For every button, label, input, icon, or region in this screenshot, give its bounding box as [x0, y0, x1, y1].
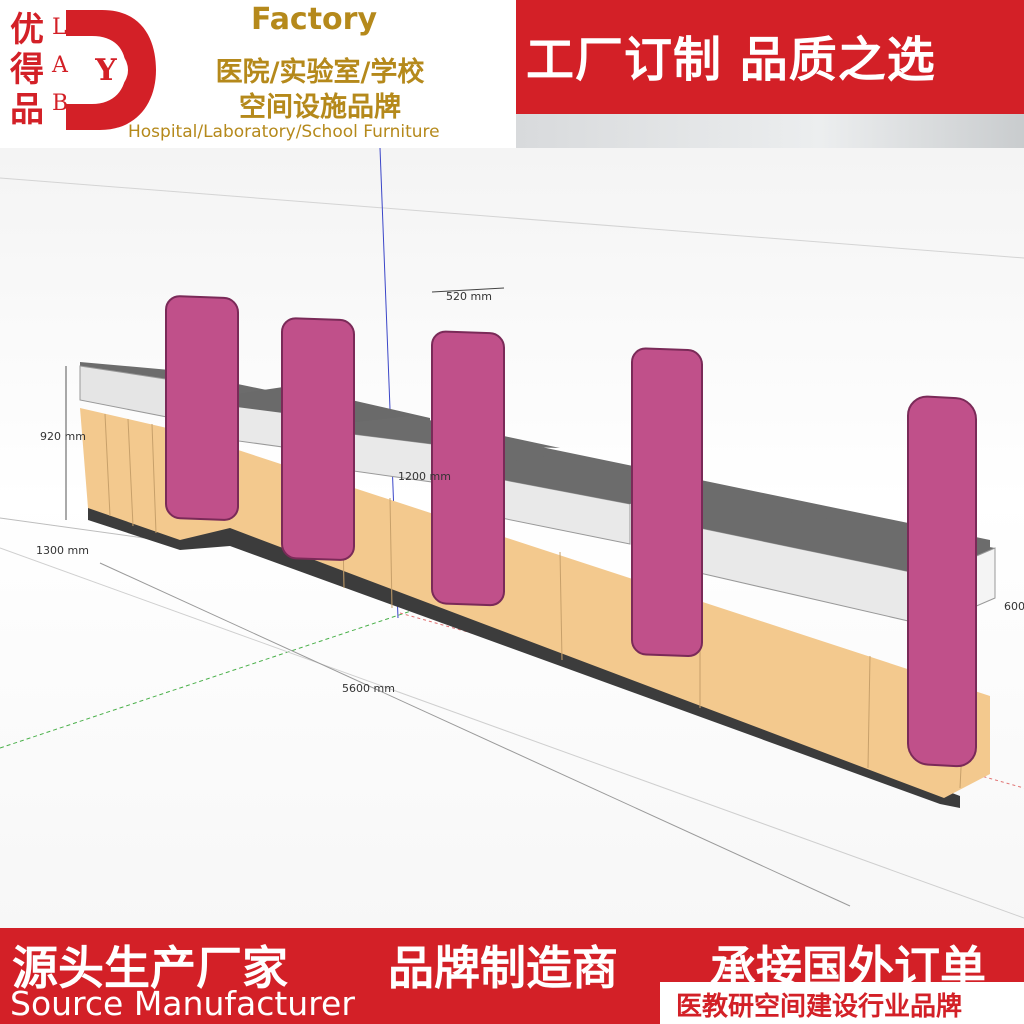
counter-front-main — [180, 431, 990, 798]
dim-label-600: 600 — [1004, 600, 1024, 613]
logo-y: Y — [94, 53, 117, 88]
slogan-banner — [516, 0, 1024, 114]
logo-chinese: 优 得 品 — [8, 10, 46, 130]
guide-line — [0, 177, 1024, 259]
axis-line-green — [0, 607, 421, 749]
privacy-panel — [281, 317, 355, 561]
dim-label-520: 520 mm — [446, 290, 492, 303]
dim-line-5600 — [99, 562, 851, 907]
factory-line-1: 医院/实验室/学校 — [215, 57, 425, 88]
logo-lab-l: L — [52, 15, 67, 40]
factory-line-2: 空间设施品牌 — [239, 92, 401, 123]
footer-slogan-1: 源头生产厂家 — [12, 941, 288, 995]
dim-line — [0, 547, 1024, 919]
factory-title: Factory — [250, 2, 378, 37]
dim-line-520 — [431, 287, 505, 293]
slogan-text: 工厂订制 品质之选 — [526, 32, 936, 88]
header: 优 得 品 Y L A B Factory 医院/实验室/学校 空间设施品牌 H… — [0, 0, 1024, 148]
factory-english: Hospital/Laboratory/School Furniture — [128, 122, 440, 142]
footer-english: Source Manufacturer — [10, 984, 355, 1023]
logo-lab-a: A — [51, 53, 69, 78]
grey-strip — [516, 114, 1024, 148]
privacy-panel — [165, 295, 239, 521]
logo-char: 得 — [10, 50, 44, 90]
footer-brand-box — [660, 982, 1024, 1024]
logo-mark: Y L A B — [51, 10, 156, 130]
counter-plinth — [88, 504, 960, 808]
logo-lab-b: B — [52, 91, 68, 116]
logo-char: 品 — [10, 90, 44, 130]
logo-char: 优 — [10, 10, 44, 50]
dim-label-1200: 1200 mm — [398, 470, 451, 483]
privacy-panel — [907, 395, 977, 768]
counter-render-svg: 520 mm 920 mm 1200 mm 1300 mm 5600 mm 60… — [0, 148, 1024, 919]
privacy-panel — [631, 347, 703, 658]
dim-label-920: 920 mm — [40, 430, 86, 443]
footer-slogan-2: 品牌制造商 — [388, 941, 618, 995]
footer-brand: 医教研空间建设行业品牌 — [676, 992, 963, 1022]
wood-grain — [104, 413, 966, 789]
privacy-panel — [431, 330, 505, 607]
dim-label-1300: 1300 mm — [36, 544, 89, 557]
dim-label-5600: 5600 mm — [342, 682, 395, 695]
product-render: 520 mm 920 mm 1200 mm 1300 mm 5600 mm 60… — [0, 148, 1024, 928]
